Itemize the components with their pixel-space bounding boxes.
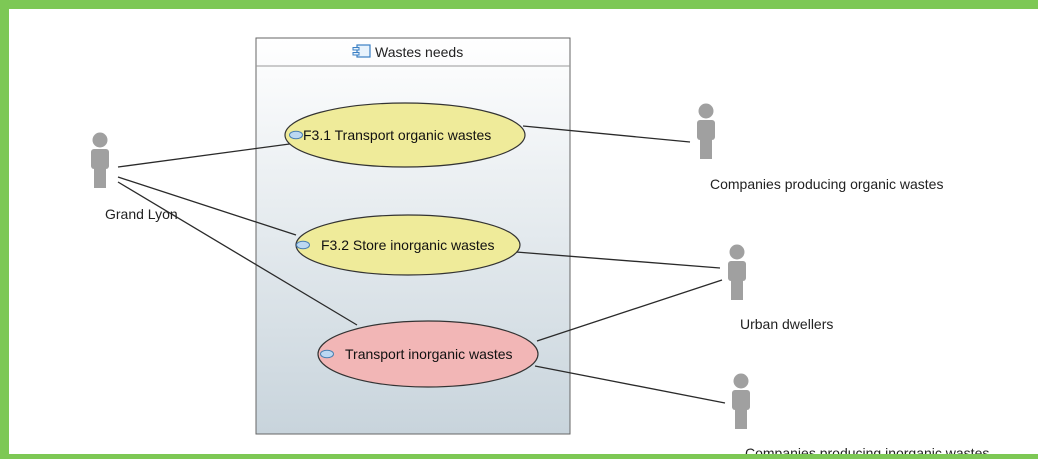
actor-companies-inorganic[interactable]: Companies producing inorganic wastes (732, 373, 989, 459)
use-case-ellipse[interactable] (317, 320, 539, 388)
actor-label: Companies producing organic wastes (710, 176, 943, 192)
boundary-title: Wastes needs (375, 44, 463, 60)
actor-label: Grand Lyon (105, 206, 178, 222)
association-urban-dwellers-uc3[interactable] (536, 279, 723, 342)
actor-icon (728, 244, 746, 300)
use-case-icon (289, 130, 303, 140)
use-case-label: F3.2 Store inorganic wastes (321, 237, 495, 253)
use-case-uc2[interactable]: F3.2 Store inorganic wastes (295, 214, 521, 276)
actor-urban-dwellers[interactable]: Urban dwellers (728, 244, 833, 333)
association-urban-dwellers-uc2[interactable] (515, 251, 721, 269)
use-case-label: Transport inorganic wastes (345, 346, 513, 362)
association-grand-lyon-uc1[interactable] (117, 140, 313, 168)
use-case-icon (320, 349, 334, 359)
associations-layer (117, 125, 726, 404)
use-case-icon (296, 240, 310, 250)
actor-label: Urban dwellers (740, 316, 833, 332)
use-case-uc3[interactable]: Transport inorganic wastes (317, 320, 539, 388)
actor-label: Companies producing inorganic wastes (745, 445, 989, 459)
association-grand-lyon-uc2[interactable] (117, 176, 297, 236)
actor-icon (732, 373, 750, 429)
actor-companies-organic[interactable]: Companies producing organic wastes (697, 103, 943, 193)
use-case-uc1[interactable]: F3.1 Transport organic wastes (284, 102, 526, 168)
association-companies-organic-uc1[interactable] (522, 125, 691, 143)
actor-icon (91, 132, 109, 188)
actor-icon (697, 103, 715, 159)
use-case-ellipse[interactable] (284, 102, 526, 168)
actor-grand-lyon[interactable]: Grand Lyon (91, 132, 178, 223)
association-companies-inorganic-uc3[interactable] (534, 365, 726, 404)
component-icon (352, 44, 371, 58)
association-grand-lyon-uc3[interactable] (117, 181, 358, 326)
use-case-label: F3.1 Transport organic wastes (303, 127, 491, 143)
